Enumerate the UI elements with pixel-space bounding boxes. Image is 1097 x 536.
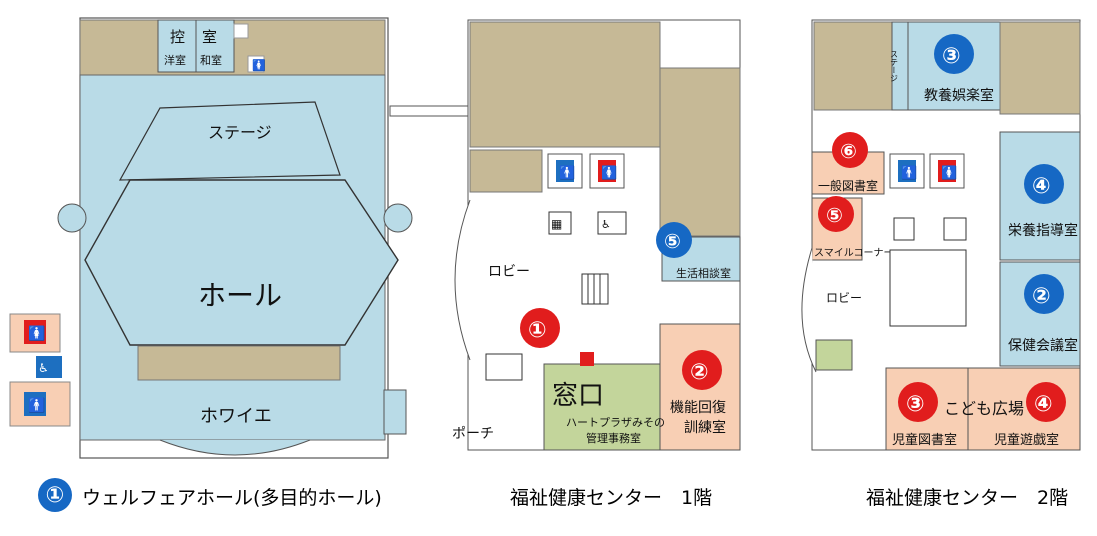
1f-lobby-curve — [454, 199, 471, 361]
2f-north-block — [813, 21, 893, 111]
caption-center-1f: 福祉健康センター 1階 — [510, 487, 713, 509]
rehab-room-label-2: 訓練室 — [684, 419, 726, 436]
center-badge-1 — [520, 308, 560, 348]
stage-label: ステージ — [208, 123, 272, 142]
rehab-room-label-1: 機能回復 — [670, 399, 726, 416]
svg-text:④: ④ — [1034, 392, 1053, 417]
kids-plaza-label: こども広場 — [944, 399, 1024, 418]
hall-label: ホール — [198, 279, 282, 312]
svg-text:②: ② — [690, 360, 709, 385]
svg-text:▦: ▦ — [551, 217, 562, 231]
right-badge-3-culture — [934, 34, 974, 74]
right-badge-6 — [832, 132, 868, 168]
culture-room-label: 教養娯楽室 — [924, 87, 994, 104]
svg-text:③: ③ — [942, 44, 961, 69]
2f-stairs — [889, 249, 967, 327]
consultation-room-label: 生活相談室 — [676, 266, 731, 280]
smile-corner-label: スマイルコーナー — [814, 247, 894, 259]
rehab-room — [659, 323, 741, 451]
right-badge-5 — [818, 196, 854, 232]
svg-text:⑥: ⑥ — [840, 139, 857, 163]
elevator-icon — [548, 211, 572, 235]
1f-lobby-box — [485, 353, 523, 381]
accessible-restroom-icon — [597, 211, 627, 235]
elevator-icon — [893, 217, 915, 241]
caption-center-2f: 福祉健康センター 2階 — [866, 487, 1069, 509]
right-badge-3-kids — [898, 382, 938, 422]
office-label-2: 管理事務室 — [586, 431, 641, 445]
1f-north-block — [469, 21, 661, 148]
center-badge-5 — [656, 222, 692, 258]
male-restroom-icon: 🚹 — [559, 165, 575, 181]
porch-label: ポーチ — [452, 426, 494, 442]
svg-text:♿: ♿ — [601, 218, 611, 231]
caption-badge-1: ① — [38, 478, 72, 512]
welfare-hall-floorplan: 控 室 洋室 和室 🚺 ステージ ホール ホワイエ 🚺 ♿ 🚹 — [9, 17, 413, 459]
female-restroom-icon: 🚺 — [941, 165, 957, 181]
svg-text:③: ③ — [906, 392, 925, 417]
waiting-label-kou: 控 — [170, 28, 185, 46]
auditorium-hexagon — [84, 179, 399, 346]
2f-ne-block — [999, 21, 1081, 115]
hall-rear-block — [137, 345, 341, 381]
waiting-label-shitsu: 室 — [202, 28, 217, 46]
connecting-walkway — [389, 105, 471, 117]
svg-text:⑤: ⑤ — [664, 229, 681, 253]
right-badge-4-kids — [1026, 382, 1066, 422]
foyer-label: ホワイエ — [200, 406, 272, 427]
2f-stage-label: ステージ — [890, 50, 899, 82]
female-restroom-icon: 🚺 — [28, 325, 45, 342]
accessible-restroom-icon — [943, 217, 967, 241]
2f-lobby-label: ロビー — [826, 291, 862, 305]
western-room-label: 洋室 — [164, 53, 186, 67]
svg-text:⑤: ⑤ — [826, 203, 843, 227]
stairs — [581, 273, 609, 305]
reception-window-label: 窓口 — [552, 381, 604, 411]
female-restroom-icon: 🚺 — [601, 165, 617, 181]
library-room-label: 一般図書室 — [818, 178, 878, 193]
nutrition-room-label: 栄養指導室 — [1008, 222, 1078, 239]
stage-area — [118, 101, 341, 181]
kids-play-label: 児童遊戯室 — [994, 432, 1059, 448]
right-badge-2 — [1024, 274, 1064, 314]
outside-accessible-restroom — [36, 356, 62, 378]
reception-office — [543, 363, 661, 451]
male-restroom-icon: 🚹 — [901, 165, 917, 181]
svg-text:①: ① — [528, 318, 547, 343]
center-badge-2 — [682, 350, 722, 390]
center-2f-floorplan: ステージ ③ 教養娯楽室 ⑥ 一般図書室 ⑤ スマイルコーナー 🚹 🚺 ロビー … — [801, 19, 1081, 451]
phone-icon — [580, 352, 594, 366]
center-1f-floorplan: 🚹 🚺 ▦ ♿ ロビー ① 生活相談室 ⑤ ② 機能回復 訓練室 窓口 ハートプ… — [452, 19, 741, 451]
2f-lobby-curve — [801, 247, 817, 373]
japanese-room-label: 和室 — [200, 53, 222, 67]
kids-library-label: 児童図書室 — [892, 432, 957, 448]
sink-icon — [233, 23, 249, 39]
1f-east-block — [659, 67, 741, 237]
nutrition-room — [999, 131, 1081, 261]
foyer-window — [383, 389, 407, 435]
caption-welfare-hall: ウェルフェアホール(多目的ホール) — [82, 487, 382, 509]
svg-text:②: ② — [1032, 284, 1051, 309]
office-label-1: ハートプラザみその — [566, 416, 665, 429]
svg-text:🚺: 🚺 — [252, 59, 266, 72]
svg-text:④: ④ — [1032, 174, 1051, 199]
1f-west-block — [469, 149, 543, 193]
1f-lobby-label: ロビー — [488, 264, 530, 280]
health-room-label: 保健会議室 — [1008, 337, 1078, 354]
male-restroom-icon: 🚹 — [28, 397, 45, 414]
female-restroom-icon — [247, 55, 265, 73]
accessible-restroom-icon: ♿ — [38, 361, 49, 375]
right-badge-4-nutrition — [1024, 164, 1064, 204]
2f-lobby-block — [815, 339, 853, 371]
